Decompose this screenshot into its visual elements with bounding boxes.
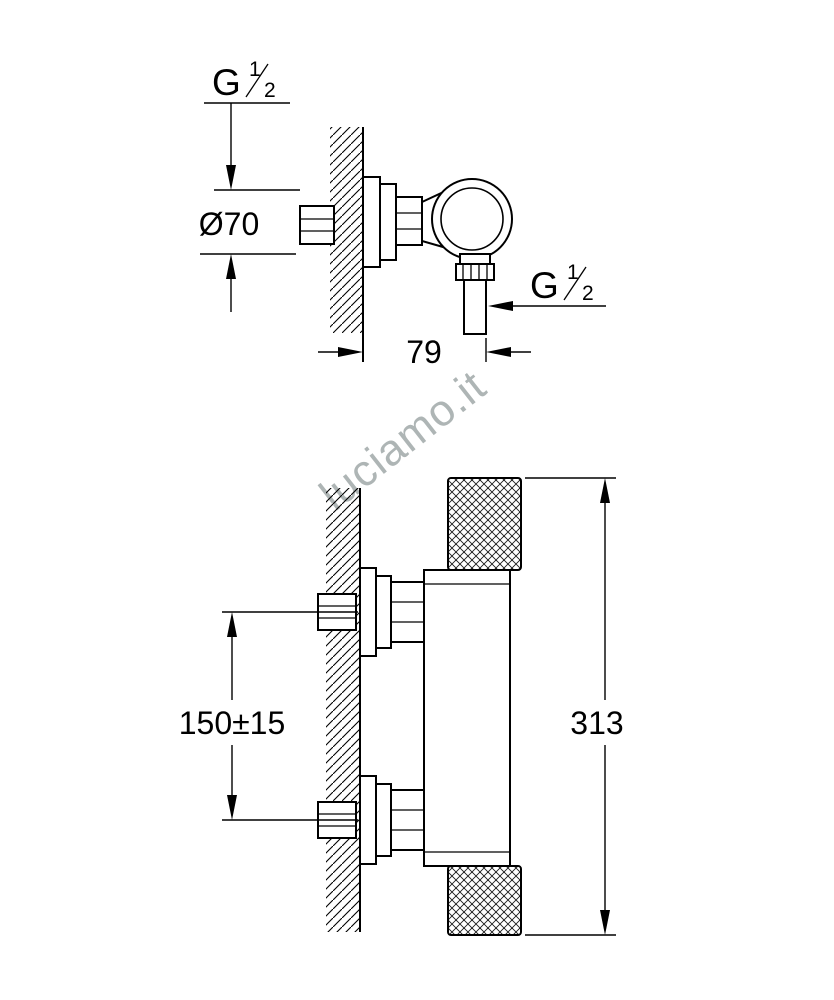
fraction-slash [563, 266, 587, 301]
outlet-pipe [463, 279, 487, 335]
handle-bottom [447, 865, 522, 936]
arrow-down-icon [600, 910, 610, 935]
wall-section-top [330, 127, 364, 362]
wall-section-front [326, 488, 361, 932]
center-distance-value: 150±15 [179, 705, 286, 741]
wall-hatch [326, 488, 360, 932]
inlet-thread-label: G [212, 62, 241, 103]
arrow-left-icon [488, 301, 513, 311]
thermostat-head [421, 178, 513, 260]
knurled-grip [447, 865, 522, 936]
dim-outlet-thread: G 1 2 [488, 261, 606, 311]
outlet-thread-numerator: 1 [567, 261, 579, 284]
mixer-body [423, 569, 511, 867]
overall-height-value: 313 [570, 705, 623, 741]
nut-body [390, 581, 425, 643]
escutcheon-back [359, 567, 377, 657]
fraction-slash [245, 63, 269, 98]
outlet-knurl-nut [455, 263, 495, 281]
outlet-thread-denominator: 2 [582, 282, 594, 305]
outlet [455, 253, 495, 335]
arrow-up-icon [227, 612, 237, 637]
escutcheon-front [375, 783, 392, 857]
escutcheon-top [359, 567, 392, 657]
outlet-shoulder [459, 253, 491, 265]
union-body [299, 205, 335, 245]
arrow-up-icon [600, 478, 610, 503]
depth-value: 79 [406, 334, 442, 370]
dim-overall-height: 313 [525, 477, 624, 936]
nut-body [395, 196, 423, 246]
arrow-up-icon [226, 254, 236, 279]
escutcheon-back [359, 775, 377, 865]
inlet-thread-denominator: 2 [264, 79, 276, 102]
arrow-down-icon [226, 165, 236, 190]
inlet-thread-numerator: 1 [249, 58, 261, 81]
union-nut-top [390, 581, 425, 643]
escutcheon-bottom [359, 775, 392, 865]
knurled-grip [447, 477, 522, 571]
front-view: 150±15 [179, 477, 624, 936]
arrow-right-icon [338, 347, 363, 357]
in-wall-union [299, 205, 335, 245]
escutcheon-front [375, 575, 392, 649]
body-outline [423, 569, 511, 867]
arrow-left-icon [486, 347, 511, 357]
handle-top [447, 477, 522, 571]
dim-inlet-thread: G 1 2 [204, 58, 290, 190]
nut-body [390, 789, 425, 851]
dim-diameter-70: Ø70 [199, 189, 300, 312]
escutcheon-back [362, 176, 381, 268]
dim-center-distance: 150±15 [179, 611, 358, 821]
arrow-down-icon [227, 795, 237, 820]
union-nut [395, 196, 423, 246]
outlet-thread-label: G [530, 265, 559, 306]
head-inner-circle [440, 187, 504, 251]
diameter-value: Ø70 [199, 206, 259, 242]
top-view: G 1 2 Ø70 79 G [199, 58, 606, 370]
wall-hatch [330, 127, 363, 333]
union-nut-bottom [390, 789, 425, 851]
dim-depth-79: 79 [318, 334, 531, 370]
escutcheon-front [379, 183, 397, 261]
escutcheon [362, 176, 397, 268]
